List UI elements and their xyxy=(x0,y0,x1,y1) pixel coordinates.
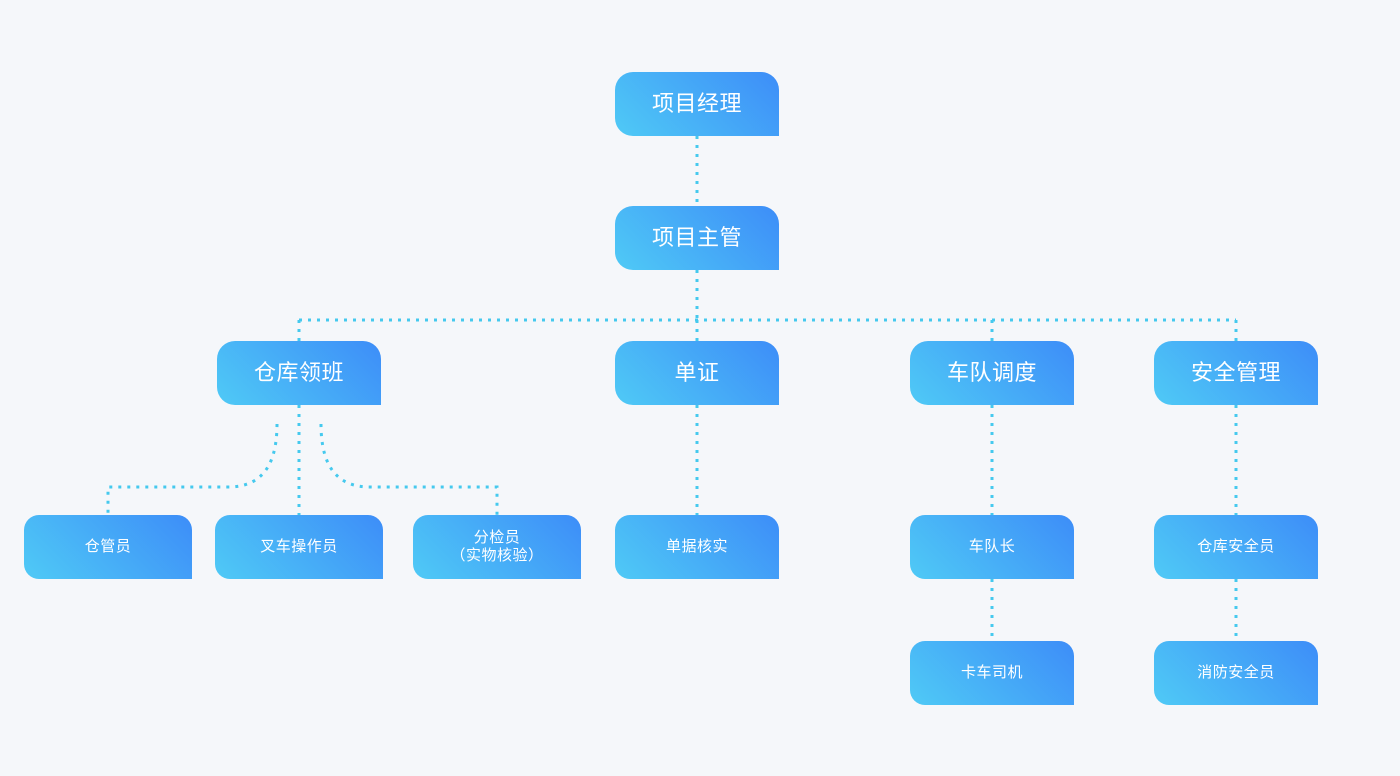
org-node-n13[interactable]: 卡车司机 xyxy=(910,641,1074,705)
edge-n3-n7 xyxy=(106,423,279,515)
org-node-n3[interactable]: 仓库领班 xyxy=(217,341,381,405)
org-node-label: 仓库安全员 xyxy=(1197,537,1275,555)
org-node-label: 仓管员 xyxy=(84,537,132,555)
org-node-label: 项目主管 xyxy=(651,224,742,250)
org-node-n8[interactable]: 叉车操作员 xyxy=(215,515,383,579)
org-node-label: 消防安全员 xyxy=(1197,663,1275,681)
org-node-n2[interactable]: 项目主管 xyxy=(615,206,779,270)
org-node-label: 车队长 xyxy=(968,537,1016,555)
org-node-label: 车队调度 xyxy=(946,359,1037,385)
org-node-n12[interactable]: 仓库安全员 xyxy=(1154,515,1318,579)
org-node-n10[interactable]: 单据核实 xyxy=(615,515,779,579)
edge-n3-n9 xyxy=(319,423,499,515)
org-node-label: 分检员 （实物核验） xyxy=(450,528,544,564)
org-node-n9[interactable]: 分检员 （实物核验） xyxy=(413,515,581,579)
org-node-label: 项目经理 xyxy=(651,90,742,116)
org-node-n5[interactable]: 车队调度 xyxy=(910,341,1074,405)
org-node-n7[interactable]: 仓管员 xyxy=(24,515,192,579)
org-node-label: 单据核实 xyxy=(665,537,728,555)
org-node-label: 安全管理 xyxy=(1190,359,1281,385)
org-node-label: 叉车操作员 xyxy=(260,537,338,555)
org-node-n14[interactable]: 消防安全员 xyxy=(1154,641,1318,705)
org-node-n6[interactable]: 安全管理 xyxy=(1154,341,1318,405)
org-node-label: 卡车司机 xyxy=(960,663,1023,681)
org-node-n11[interactable]: 车队长 xyxy=(910,515,1074,579)
org-node-n1[interactable]: 项目经理 xyxy=(615,72,779,136)
org-node-label: 单证 xyxy=(674,359,720,385)
org-node-label: 仓库领班 xyxy=(253,359,344,385)
org-node-n4[interactable]: 单证 xyxy=(615,341,779,405)
